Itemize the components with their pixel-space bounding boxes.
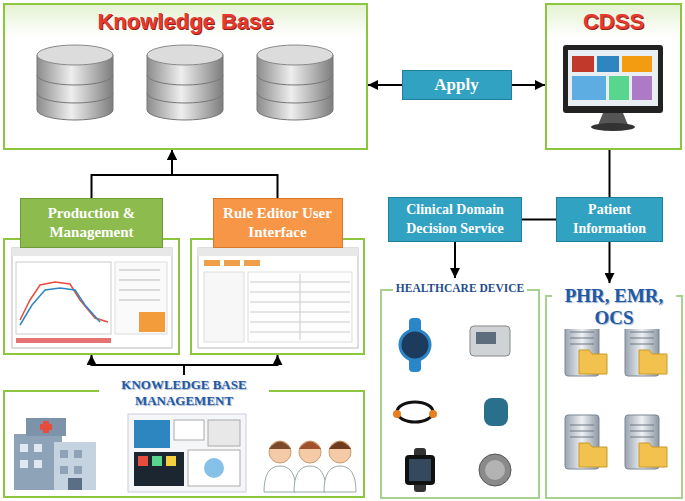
panel-border: [190, 238, 365, 355]
database-cylinder: [147, 45, 223, 120]
node-label: Rule Editor User Interface: [213, 198, 343, 248]
monitor-icon: [563, 45, 663, 131]
rule-editor-panel: Rule Editor User Interface: [190, 198, 365, 355]
connector-arrow: [172, 150, 278, 198]
chart-screenshot: [12, 248, 172, 348]
node-label: Production & Management: [20, 198, 163, 248]
database-cylinder: [257, 45, 333, 120]
edge-label: Apply: [434, 75, 478, 95]
knowledge-management-panel: KNOWLEDGE BASE MANAGEMENT: [3, 375, 365, 498]
edge-label-box: Apply: [402, 70, 512, 100]
server-icon: [625, 322, 667, 376]
node-label: KNOWLEDGE BASE MANAGEMENT: [99, 377, 269, 408]
service-box: Clinical Domain Decision Service: [388, 197, 522, 242]
hospital-icon: [14, 418, 96, 490]
node-label: Clinical Domain Decision Service: [389, 198, 521, 240]
server-icon: [565, 415, 607, 469]
connector-arrow: [92, 355, 185, 375]
header-band: [5, 5, 366, 37]
doctor-icons: [264, 441, 356, 492]
device-panel: HEALTHCARE DEVICE: [380, 278, 540, 499]
editor-screenshot: [198, 248, 358, 348]
knowledge-base-panel: Knowledge Base: [3, 3, 368, 150]
cdss-panel: CDSS: [545, 3, 682, 150]
node-label: PHR, EMR, OCS: [552, 285, 676, 329]
node-label: Knowledge Base: [97, 9, 273, 35]
header-band: [547, 5, 680, 37]
production-panel: Production & Management: [3, 198, 180, 355]
connector-arrow: [609, 242, 611, 283]
node-label: CDSS: [583, 9, 644, 35]
records-panel: PHR, EMR, OCS: [545, 283, 683, 499]
connector-arrow: [92, 150, 173, 198]
panel-border: [3, 238, 180, 355]
node-label: HEALTHCARE DEVICE: [393, 282, 527, 296]
connector-arrow: [184, 355, 278, 375]
database-cylinder: [37, 45, 113, 120]
server-icon: [625, 415, 667, 469]
connector-arrow: [609, 150, 611, 197]
software-collage: [128, 414, 246, 492]
node-label: Patient Information: [557, 198, 662, 240]
panel-border: [380, 289, 540, 499]
connector-arrow: [522, 219, 556, 221]
service-box: Patient Information: [556, 197, 663, 242]
connector-arrow: [454, 242, 456, 278]
device-icons: [393, 318, 511, 492]
server-icon: [565, 322, 607, 376]
